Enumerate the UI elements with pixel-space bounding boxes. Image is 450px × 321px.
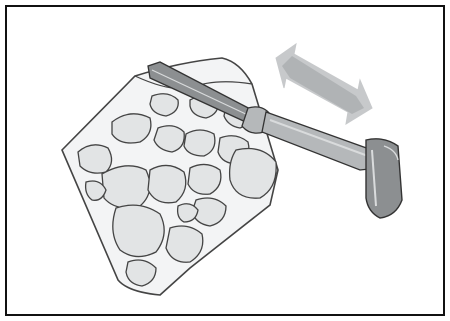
chisel-blade-highlight [151,69,251,117]
frame-border [5,5,445,316]
stone [84,180,107,201]
stone [111,113,152,144]
stone-wall-block-icon [61,57,279,296]
chisel-handle [261,111,380,171]
stone [228,147,277,199]
stone [183,129,216,157]
stone [187,163,222,195]
stone [165,225,204,263]
chisel-head-shine [383,145,399,161]
stone [125,259,157,287]
stone [176,203,199,223]
stone [149,93,179,117]
stone [153,125,185,153]
cold-chisel-icon [147,61,403,219]
bidirectional-arrow-icon [275,42,373,126]
stone [77,144,113,174]
arrow-shade [282,56,364,114]
stone [101,165,151,209]
chisel-handle-highlight [269,119,369,157]
stone [112,204,165,258]
stone [147,164,187,204]
stone [191,197,227,227]
chisel-head-highlight [371,149,377,207]
